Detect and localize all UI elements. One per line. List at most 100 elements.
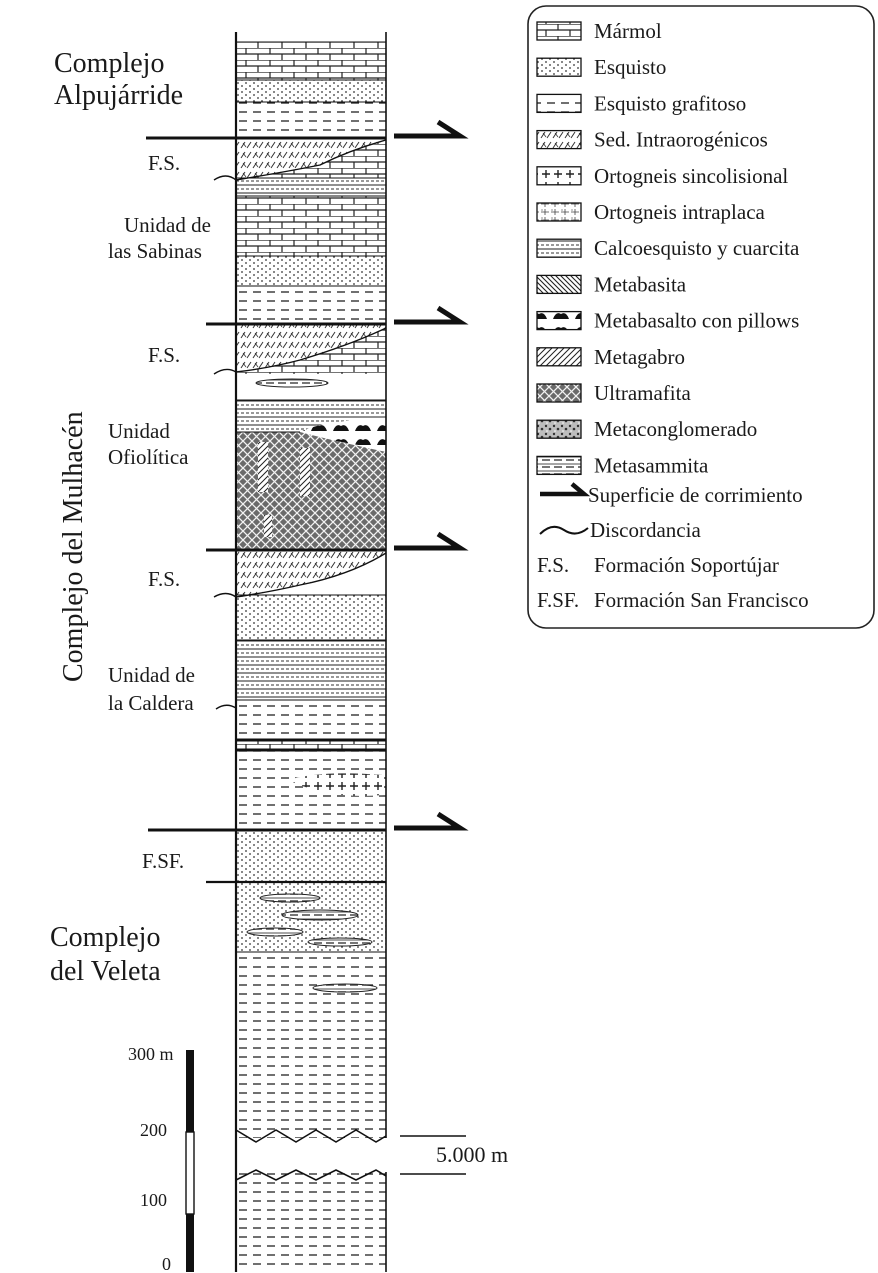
legend-label-metasammita: Metasammita <box>594 453 709 477</box>
layer-graph-schist-top <box>236 102 386 138</box>
legend-box <box>527 5 875 629</box>
legend-swatch-metaconglo <box>536 419 582 439</box>
lens-sammita-5 <box>312 983 378 993</box>
break-zigzag-bottom <box>235 1169 387 1181</box>
label-caldera-1: Unidad de <box>108 663 195 687</box>
lens-sammita-4 <box>307 937 373 947</box>
legend-item-graph-schist: Esquisto grafitoso <box>536 91 746 115</box>
legend-item-schist: Esquisto <box>536 55 666 79</box>
scale-bar-segment-middle <box>185 1131 195 1215</box>
label-sabinas-1: Unidad de <box>124 213 211 237</box>
lens-ortogneis-sincolisional <box>288 773 384 796</box>
legend-abbr-fsf-code: F.SF. <box>537 588 579 612</box>
scale-tick-100: 100 <box>140 1190 167 1210</box>
layer-graph-caldera <box>236 700 386 740</box>
legend-item-metagabro: Metagabro <box>536 345 685 369</box>
legend-label-graph-schist: Esquisto grafitoso <box>594 91 746 115</box>
legend-item-metaconglo: Metaconglomerado <box>536 417 757 441</box>
legend-item-intraorog: Sed. Intraorogénicos <box>536 128 768 152</box>
label-fs-2: F.S. <box>148 343 180 367</box>
legend-symbol-thrust: Superficie de corrimiento <box>540 482 803 507</box>
label-ofiolitica-2: Ofiolítica <box>108 445 189 469</box>
legend-item-orto-sin: Ortogneis sincolisional <box>536 164 788 188</box>
thrust-surfaces <box>146 119 469 884</box>
unconformity-fs1 <box>213 139 387 181</box>
layer-graph-veleta <box>236 952 386 1138</box>
legend-swatch-graph-schist <box>536 93 582 114</box>
layer-calco-sabinas <box>236 178 386 196</box>
thrust-symbol-1 <box>394 119 469 139</box>
legend-label-marble: Mármol <box>594 19 662 43</box>
layer-schist-top <box>236 80 386 102</box>
legend-label-calco: Calcoesquisto y cuarcita <box>594 236 800 260</box>
label-veleta-2: del Veleta <box>50 956 161 987</box>
layer-marble-caldera <box>236 740 386 750</box>
label-alpujarride-1: Complejo <box>54 48 164 79</box>
legend-item-metasammita: Metasammita <box>536 453 709 477</box>
unconformity-fs2 <box>213 327 387 375</box>
layer-ultramafita <box>236 432 386 552</box>
layer-marble-sabinas-2 <box>236 196 386 256</box>
lens-sammita-1 <box>259 893 321 903</box>
legend-swatch-schist <box>536 57 582 77</box>
legend-item-calco: Calcoesquisto y cuarcita <box>536 236 800 260</box>
legend-swatch-metasammita <box>536 455 582 476</box>
legend-label-unconformity: Discordancia <box>590 518 701 542</box>
legend-swatch-calco <box>536 238 582 258</box>
thrust-symbol-2 <box>394 305 469 325</box>
legend-swatch-intraorog <box>536 129 582 150</box>
break-gap <box>237 1138 385 1172</box>
legend-item-metabasita: Metabasita <box>536 272 687 296</box>
legend-swatch-orto-intra <box>536 202 582 222</box>
lens-metasammita <box>255 378 329 388</box>
legend-label-orto-intra: Ortogneis intraplaca <box>594 200 766 224</box>
break-annotation: 5.000 m <box>400 1135 508 1175</box>
thrust-symbol-3 <box>394 531 469 551</box>
legend-swatch-ultramafita <box>536 383 582 403</box>
legend-swatch-metabasita <box>536 274 582 295</box>
legend-swatch-pillows <box>536 310 582 331</box>
scale-bar: 300 m 200 100 0 <box>128 1044 195 1273</box>
label-mulhacen: Complejo del Mulhacén <box>58 411 89 682</box>
legend-label-pillows: Metabasalto con pillows <box>594 309 799 333</box>
label-alpujarride-2: Alpujárride <box>54 80 183 111</box>
layer-intraorog-fs2 <box>236 324 386 372</box>
layer-intraorog-fs1 <box>236 138 386 180</box>
legend-symbol-unconformity: Discordancia <box>539 518 701 542</box>
layer-schist-sabinas <box>236 256 386 286</box>
column-outline <box>213 32 387 1272</box>
legend-item-marble: Mármol <box>536 19 662 43</box>
break-label: 5.000 m <box>436 1142 508 1167</box>
legend-swatch-orto-sin <box>536 166 582 186</box>
label-caldera-2: la Caldera <box>108 691 194 715</box>
label-ofiolitica-1: Unidad <box>108 419 170 443</box>
label-fsf: F.SF. <box>142 849 184 873</box>
legend-abbr-fs-code: F.S. <box>537 553 569 577</box>
layer-schist-caldera <box>236 595 386 640</box>
legend-label-metagabro: Metagabro <box>594 345 685 369</box>
legend-item-orto-intra: Ortogneis intraplaca <box>536 200 766 224</box>
unit-labels: Complejo Alpujárride F.S. Unidad de las … <box>50 48 211 987</box>
thrust-legend-icon <box>540 482 591 497</box>
legend-label-metabasita: Metabasita <box>594 272 687 296</box>
layer-graph-base <box>236 1172 386 1272</box>
break-zigzag-top <box>235 1129 387 1143</box>
legend-label-ultramafita: Ultramafita <box>594 381 691 405</box>
legend-label-intraorog: Sed. Intraorogénicos <box>594 128 768 152</box>
label-veleta-1: Complejo <box>50 922 160 953</box>
legend-abbr-fsf: F.SF. Formación San Francisco <box>537 588 809 612</box>
legend-label-schist: Esquisto <box>594 55 666 79</box>
lens-metagabro-2 <box>300 448 310 496</box>
layer-pillows <box>300 419 386 448</box>
unconformity-legend-icon <box>539 525 589 535</box>
thrust-symbol-4 <box>394 811 469 831</box>
legend-item-pillows: Metabasalto con pillows <box>536 309 799 333</box>
label-fs-3: F.S. <box>148 567 180 591</box>
unconformity-fs3 <box>213 552 387 598</box>
label-sabinas-2: las Sabinas <box>108 239 202 263</box>
legend-swatch-metagabro <box>536 347 582 367</box>
legend-label-thrust: Superficie de corrimiento <box>588 483 803 507</box>
